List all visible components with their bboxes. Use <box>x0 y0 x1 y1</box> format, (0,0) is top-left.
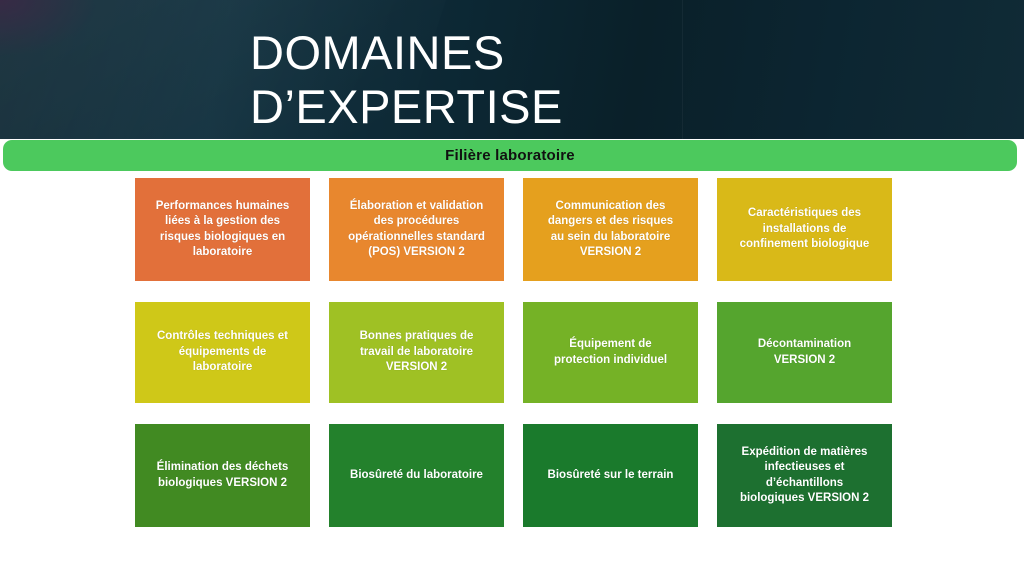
domain-tile[interactable]: Biosûreté du laboratoire <box>329 424 504 527</box>
header-banner: DOMAINES D’EXPERTISE <box>0 0 1024 139</box>
section-banner: Filière laboratoire <box>3 140 1017 171</box>
domain-tile[interactable]: Équipement de protection individuel <box>523 302 698 403</box>
domain-tile[interactable]: Décontamination VERSION 2 <box>717 302 892 403</box>
page-title: DOMAINES D’EXPERTISE <box>250 26 563 133</box>
domain-tile[interactable]: Élimination des déchets biologiques VERS… <box>135 424 310 527</box>
domain-tile[interactable]: Élaboration et validation des procédures… <box>329 178 504 281</box>
domain-tile[interactable]: Biosûreté sur le terrain <box>523 424 698 527</box>
domain-tile[interactable]: Expédition de matières infectieuses et d… <box>717 424 892 527</box>
domain-tile[interactable]: Caractéristiques des installations de co… <box>717 178 892 281</box>
domain-tile[interactable]: Contrôles techniques et équipements de l… <box>135 302 310 403</box>
section-banner-label: Filière laboratoire <box>445 147 575 164</box>
domain-tile[interactable]: Bonnes pratiques de travail de laboratoi… <box>329 302 504 403</box>
header-corner-glow-decoration <box>0 0 96 56</box>
domain-tile-grid: Performances humaines liées à la gestion… <box>135 178 892 528</box>
domain-tile[interactable]: Communication des dangers et des risques… <box>523 178 698 281</box>
domain-tile[interactable]: Performances humaines liées à la gestion… <box>135 178 310 281</box>
